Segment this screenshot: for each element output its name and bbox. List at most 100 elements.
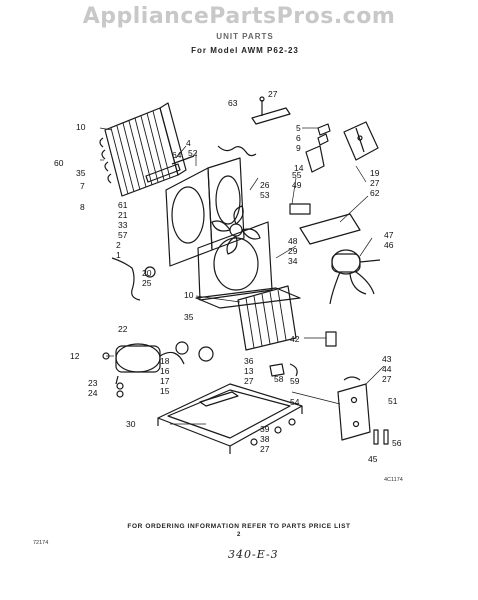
clip-5 [317,123,331,136]
left-code: 72174 [33,540,49,546]
label-27-low: 27 [382,374,392,384]
label-27-bottom: 27 [260,444,270,454]
control-knob-housing [289,203,311,215]
part-number-labels: 63 27 4 5 6 9 14 10 60 35 7 8 64 52 61 2… [54,89,402,464]
label-10-mid: 10 [184,290,194,300]
label-5: 5 [296,123,301,133]
screw-23 [116,382,124,390]
top-bracket [251,96,291,125]
fan-motor [329,249,381,305]
label-10: 10 [76,122,86,132]
label-1: 1 [116,250,121,260]
label-23: 23 [88,378,98,388]
compressor [115,341,214,385]
label-2: 2 [116,240,121,250]
label-61: 61 [118,200,128,210]
label-8: 8 [80,202,85,212]
label-18: 18 [160,356,170,366]
label-35-mid: 35 [184,312,194,322]
label-47: 47 [384,230,394,240]
watermark: AppliancePartsPros.com [82,4,396,29]
label-27: 27 [268,89,278,99]
label-43: 43 [382,354,392,364]
condenser-coil [237,285,297,351]
label-53: 53 [260,190,270,200]
label-42: 42 [290,334,300,344]
label-19: 19 [370,168,380,178]
base-pan [157,383,303,454]
label-21: 21 [118,210,128,220]
page-number: 2 [237,532,241,538]
control-bracket [337,383,371,441]
diagram-title: UNIT PARTS [216,32,274,41]
leader-lines [99,127,385,425]
right-bracket [343,121,379,161]
thermostat-bracket-14 [305,145,325,173]
label-60: 60 [54,158,64,168]
label-44: 44 [382,364,392,374]
handwritten-note: 340-E-3 [228,548,279,561]
motor-shelf [299,213,361,245]
label-51: 51 [388,396,398,406]
label-14: 14 [294,163,304,173]
screw-27b [250,438,258,446]
label-45: 45 [368,454,378,464]
relay-42 [325,331,337,347]
evaporator-coil [99,102,187,197]
label-35: 35 [76,168,86,178]
part-59 [289,363,298,377]
label-27-right: 27 [370,178,380,188]
label-33: 33 [118,220,128,230]
label-52-top: 52 [188,148,198,158]
label-36: 36 [244,356,254,366]
label-7: 7 [80,181,85,191]
label-46: 46 [384,240,394,250]
label-17: 17 [160,376,170,386]
screw-38 [274,426,282,434]
label-38: 38 [260,434,270,444]
label-29: 29 [288,246,298,256]
label-12: 12 [70,351,80,361]
label-54: 54 [290,397,300,407]
label-22: 22 [118,324,128,334]
clip-9 [317,133,329,146]
label-57: 57 [118,230,128,240]
label-34: 34 [288,256,298,266]
label-4: 4 [186,138,191,148]
screw-39 [288,418,296,426]
label-13: 13 [244,366,254,376]
wire-harness [111,257,141,301]
fan-shroud [145,155,245,267]
part-43 [343,376,361,381]
label-27-mid: 27 [244,376,254,386]
label-62: 62 [370,188,380,198]
ordering-note: FOR ORDERING INFORMATION REFER TO PARTS … [127,523,351,530]
label-58: 58 [274,374,284,384]
label-30: 30 [126,419,136,429]
label-56: 56 [392,438,402,448]
label-39: 39 [260,424,270,434]
model-subtitle: For Model AWM P62-23 [191,46,299,55]
connector-20 [144,266,156,278]
label-55: 55 [292,170,302,180]
label-16: 16 [160,366,170,376]
drawing-code: 4C1174 [384,477,403,483]
label-6: 6 [296,133,301,143]
label-64: 64 [172,150,182,160]
label-25: 25 [142,278,152,288]
label-20: 20 [142,268,152,278]
screw-24 [116,390,124,398]
label-26: 26 [260,180,270,190]
part-58 [269,363,285,377]
label-48: 48 [288,236,298,246]
capillary-tube [217,145,257,157]
label-63: 63 [228,98,238,108]
label-24: 24 [88,388,98,398]
label-15: 15 [160,386,170,396]
label-9: 9 [296,143,301,153]
bolt-45 [373,429,379,445]
label-59: 59 [290,376,300,386]
bolt-56 [383,429,389,445]
label-49: 49 [292,180,302,190]
